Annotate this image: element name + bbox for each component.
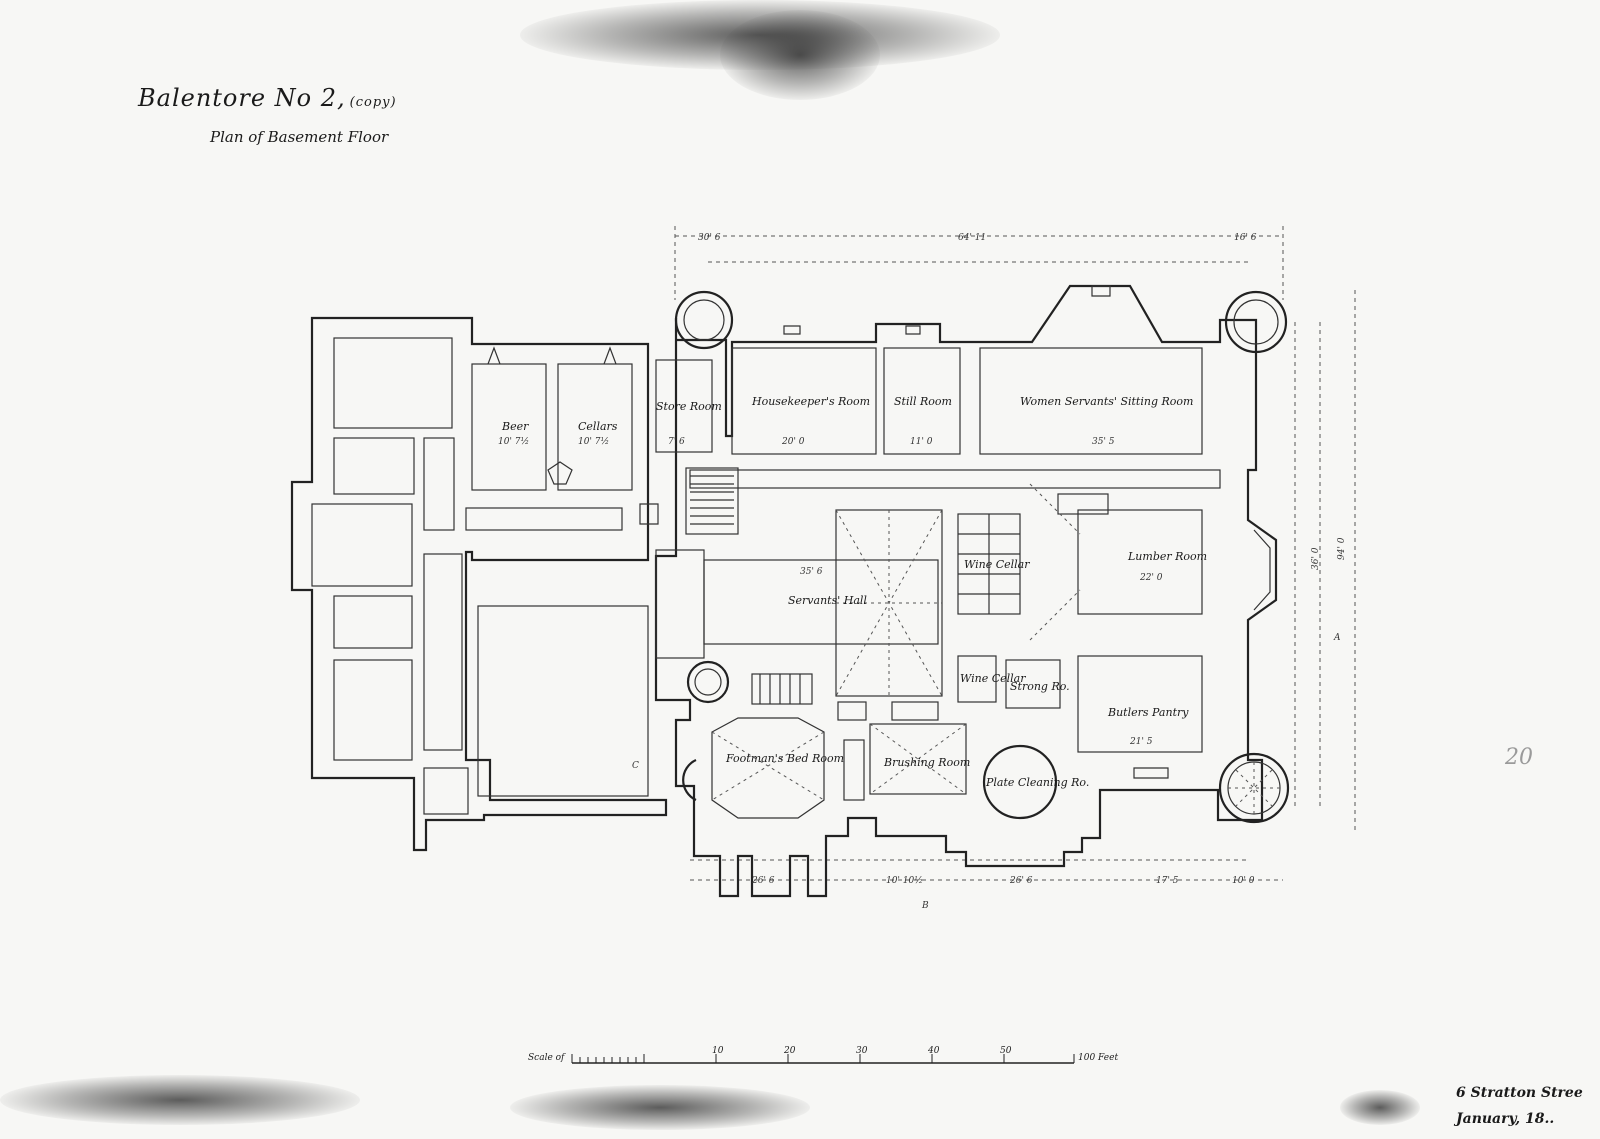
plan-subtitle: Plan of Basement Floor — [210, 128, 389, 146]
dim-right-overall: 94' 0 — [1337, 537, 1347, 560]
room-label-footmans-bed-room: Footman's Bed Room — [725, 752, 844, 765]
ink-smudge-bottom-left — [0, 1075, 360, 1125]
scale-tick-50: 50 — [1000, 1046, 1012, 1056]
room-label-strong-room: Strong Ro. — [1010, 680, 1070, 693]
room-label-plate-cleaning-room: Plate Cleaning Ro. — [985, 776, 1089, 789]
plan-title-suffix: (copy) — [349, 95, 397, 110]
scale-bar: Scale of 10 20 30 40 50 100 Feet — [528, 1046, 1118, 1064]
room-label-housekeepers-room: Housekeeper's Room — [751, 395, 870, 408]
section-mark-a: A — [1333, 633, 1341, 643]
section-mark-c: C — [632, 761, 639, 771]
room-label-servants-hall: Servants' Hall — [788, 594, 867, 607]
room-label-wine-cellar-upper: Wine Cellar — [964, 558, 1030, 571]
pencil-annotation: 20 — [1505, 745, 1533, 770]
room-label-cellars: Cellars — [578, 420, 618, 433]
main-house-walls — [654, 284, 1290, 898]
dimension-labels: 64' 11 30' 6 16' 6 20' 0 11' 0 35' 5 10'… — [498, 233, 1347, 911]
interior-rooms — [639, 285, 1271, 820]
scale-tick-40: 40 — [927, 1046, 940, 1056]
room-label-still-room: Still Room — [894, 395, 952, 408]
dim-cellars-width: 10' 7½ — [578, 436, 609, 447]
scale-label: Scale of — [528, 1053, 566, 1063]
dim-butlers-width: 21' 5 — [1129, 737, 1153, 747]
scale-tick-30: 30 — [856, 1046, 868, 1056]
room-label-women-servants-sitting-room: Women Servants' Sitting Room — [1020, 395, 1193, 408]
room-labels: Beer Cellars Store Room Housekeeper's Ro… — [501, 395, 1207, 789]
scale-end-label: 100 Feet — [1078, 1053, 1118, 1063]
room-label-beer: Beer — [501, 420, 529, 433]
dim-beer-width: 10' 7½ — [498, 436, 529, 447]
dim-bottom-a: 26' 6 — [751, 876, 775, 886]
scale-tick-10: 10 — [712, 1046, 724, 1056]
dim-servants-hall-width: 35' 6 — [800, 567, 823, 577]
room-label-store-room: Store Room — [656, 400, 722, 413]
drawing-address-block: 6 Stratton Stree January, 18.. — [1456, 1080, 1583, 1132]
dim-top-right: 16' 6 — [1234, 233, 1257, 243]
room-label-lumber-room: Lumber Room — [1127, 550, 1207, 563]
plan-title-text: Balentore No 2, — [138, 84, 346, 112]
drawing-address: 6 Stratton Stree — [1456, 1085, 1583, 1101]
dim-bottom-d: 17' 5 — [1156, 876, 1179, 886]
plan-title: Balentore No 2,(copy) — [138, 84, 397, 112]
dim-still-width: 11' 0 — [910, 437, 933, 447]
west-wing — [290, 316, 668, 852]
dim-housekeeper-width: 20' 0 — [781, 437, 805, 447]
dim-bottom-b: 10' 10½ — [886, 875, 923, 886]
dim-bottom-c: 26' 6 — [1009, 876, 1033, 886]
room-label-wine-cellar-lower: Wine Cellar — [960, 672, 1026, 685]
dim-women-width: 35' 5 — [1092, 437, 1115, 447]
room-label-butlers-pantry: Butlers Pantry — [1107, 706, 1189, 719]
dim-lumber-width: 22' 0 — [1139, 573, 1163, 583]
drawing-date: January, 18.. — [1456, 1111, 1555, 1127]
dimension-lines — [674, 226, 1356, 881]
dim-right-a: 36' 0 — [1311, 547, 1321, 570]
scale-tick-20: 20 — [783, 1046, 796, 1056]
ink-smudge-bottom-mid — [510, 1085, 810, 1130]
section-mark-b: B — [921, 901, 929, 911]
dim-top-left: 30' 6 — [698, 233, 721, 243]
dim-bottom-e: 10' 0 — [1232, 876, 1255, 886]
ink-smudge-bottom-right — [1340, 1090, 1420, 1125]
room-label-brushing-room: Brushing Room — [883, 756, 970, 769]
ink-smudge-top-center — [720, 10, 880, 100]
dim-top-overall: 64' 11 — [958, 233, 986, 243]
dim-store-width: 7' 6 — [668, 437, 685, 447]
